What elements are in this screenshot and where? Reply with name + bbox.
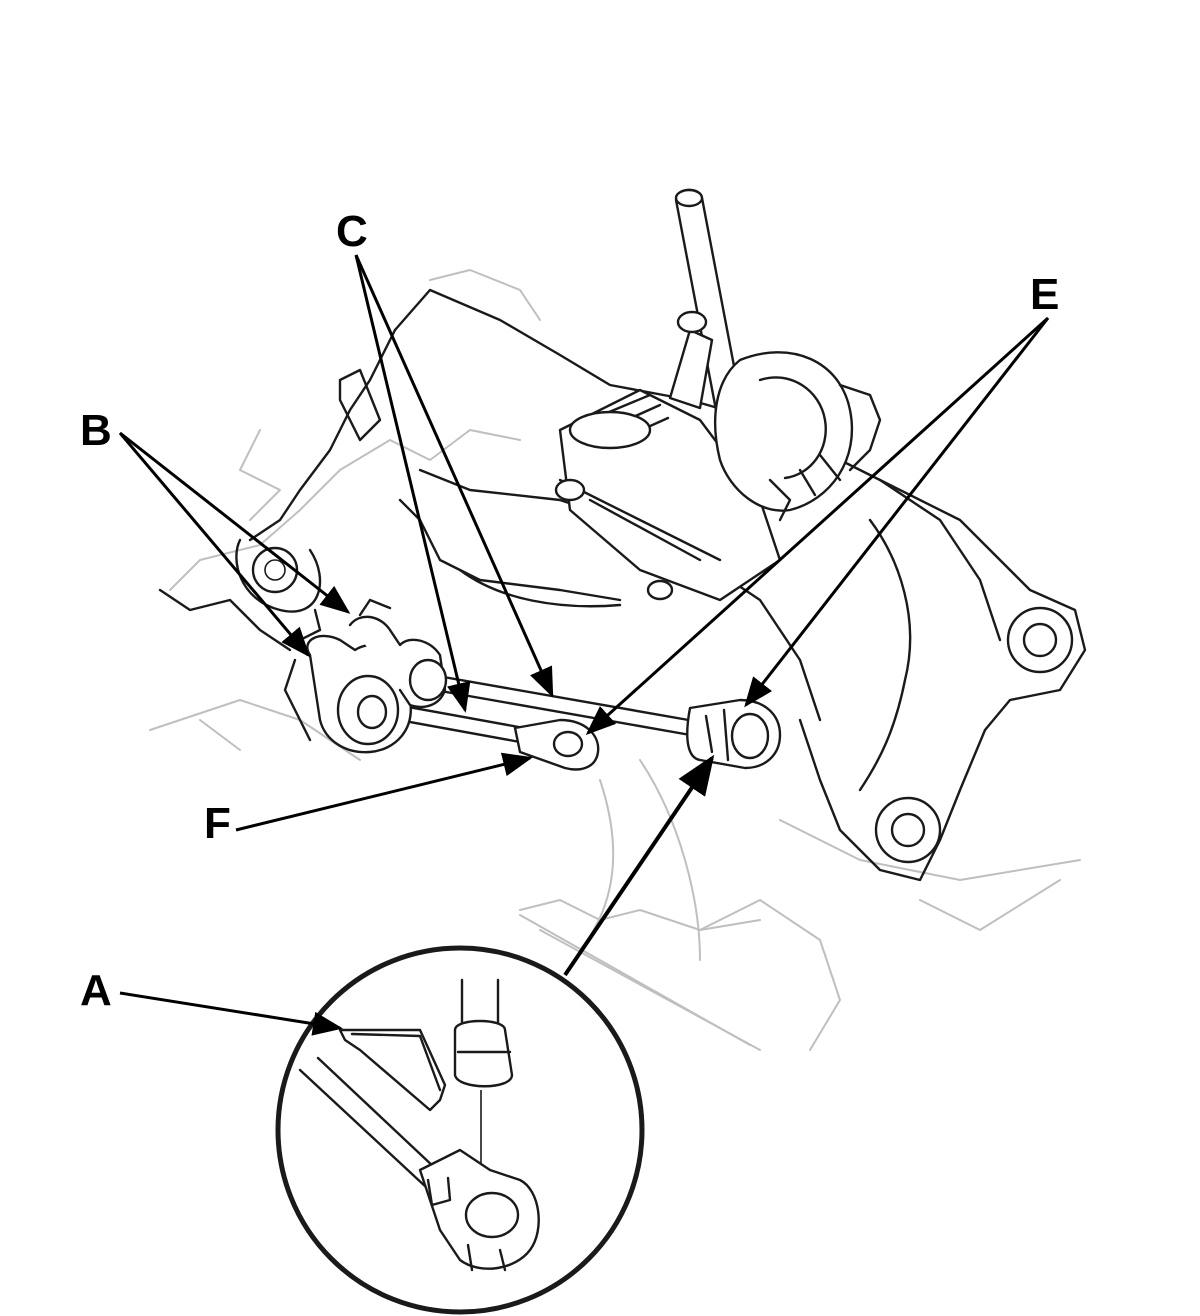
leader-lines: [118, 254, 1050, 1036]
callout-e: E: [1030, 270, 1059, 319]
shift-cables: [283, 598, 782, 771]
callout-labels: C E B F A: [80, 207, 1059, 1015]
callout-c: C: [336, 207, 368, 256]
transmission-housing: [158, 288, 1087, 882]
detail-inset: [275, 754, 715, 1315]
shift-lever-assembly: [554, 188, 882, 602]
callout-b: B: [80, 406, 112, 455]
callout-a: A: [80, 966, 112, 1015]
background-structure: [149, 269, 1081, 1051]
callout-f: F: [204, 799, 231, 848]
